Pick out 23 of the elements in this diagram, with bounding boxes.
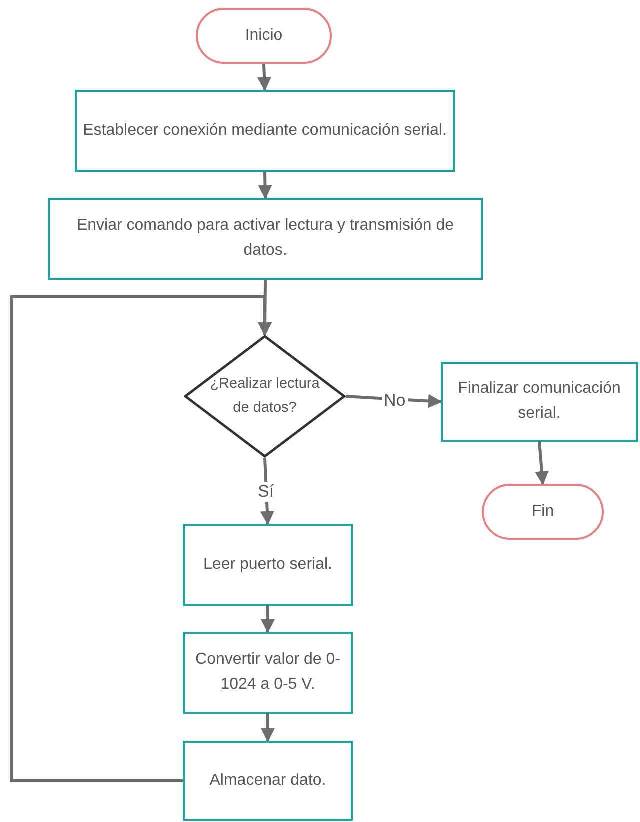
arrow (258, 172, 272, 200)
node-label: Convertir valor de 0-1024 a 0-5 V. (194, 650, 342, 695)
process-box (441, 362, 638, 442)
node-label: Almacenar dato. (210, 770, 326, 791)
process-box (75, 90, 455, 172)
edge-label: Sí (256, 482, 276, 502)
arrow (261, 606, 275, 634)
arrow (534, 442, 549, 486)
decision-diamond (184, 335, 346, 458)
node-label: Finalizar comunicación serial. (457, 379, 622, 424)
node-label: Inicio (245, 26, 283, 46)
node-label: ¿Realizar lectura de datos? (210, 375, 320, 418)
node-label: Leer puerto serial. (204, 554, 332, 575)
node-label: Fin (532, 502, 554, 522)
process-box (183, 632, 353, 714)
arrow (261, 714, 275, 742)
arrow (258, 64, 272, 92)
process-box (183, 741, 353, 821)
node-label: Establecer conexión mediante comunicación serial. (83, 120, 447, 141)
arrow (10, 296, 272, 782)
process-box (183, 524, 353, 606)
process-box (48, 198, 483, 280)
node-label: Enviar comando para activar lectura y transmisión de datos. (76, 216, 456, 261)
